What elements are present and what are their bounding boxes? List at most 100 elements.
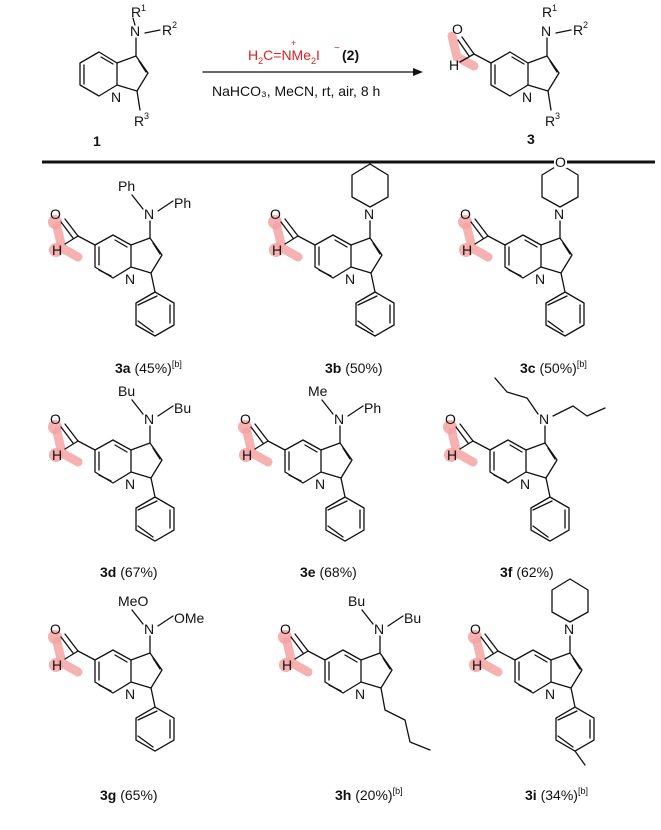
reactant-number: 1 [93,133,101,149]
aldehyde-o: O [280,621,291,637]
aldehyde-h: H [242,447,252,463]
reaction-conditions: NaHCO₃, MeCN, rt, air, 8 h [212,83,380,99]
compound-id: 3c [520,360,539,376]
aldehyde-h: H [272,242,282,258]
compound-note: [b] [393,786,403,796]
compound-yield: (67%) [120,564,157,580]
amine-n-atom: N [364,206,374,222]
compound-id: 3b [325,360,345,376]
amine-substituent-1: Bu [348,593,365,609]
r3-sup: 3 [555,111,560,121]
aldehyde-o: O [240,411,251,427]
amine-n-atom: N [334,411,344,427]
amine-substituent-1: Bu [118,383,135,399]
amine-n-atom: N [144,621,154,637]
ring-n-atom: N [125,271,135,287]
aldehyde-h: H [449,57,459,73]
compound-yield: (65%) [120,787,157,803]
compound-id: 3d [100,564,120,580]
amine-substituent-2: Ph [364,400,381,416]
r1-label: R [131,4,141,20]
compound-id: 3e [300,564,319,580]
aldehyde-h: H [472,657,482,673]
amine-substituent-2: Bu [174,400,191,416]
product-number: 3 [527,131,535,147]
amine-substituent-1: MeO [118,593,148,609]
compound-id: 3h [335,787,355,803]
ring-n-atom: N [125,476,135,492]
caption-3d: 3d (67%) [100,564,158,580]
aldehyde-o: O [50,621,61,637]
ring-n-atom: N [355,686,365,702]
compound-id: 3g [100,787,120,803]
compound-yield: (20%) [355,787,392,803]
aldehyde-o: O [50,206,61,222]
r2-label: R [573,22,583,38]
r3-sup: 3 [144,111,149,121]
r2-sup: 2 [583,20,588,30]
reagent-plus: + [291,38,296,48]
caption-3g: 3g (65%) [100,787,158,803]
reagent-number: (2) [342,47,359,63]
caption-3e: 3e (68%) [300,564,357,580]
n-atom: N [541,23,551,39]
amine-substituent-1: Ph [118,178,135,194]
compound-yield: (50%) [345,360,382,376]
ring-n-atom: N [315,476,325,492]
compound-yield: (62%) [516,564,553,580]
caption-3h: 3h (20%)[b] [335,786,403,803]
r3-label: R [545,113,555,129]
aldehyde-h: H [52,242,62,258]
r3-label: R [134,113,144,129]
amine-n-atom: N [554,206,564,222]
caption-3f: 3f (62%) [500,564,554,580]
amine-n-atom: N [144,411,154,427]
amine-n-atom: N [144,206,154,222]
product-3: O H N R 1 R 2 N R 3 3 [447,3,588,147]
ring-n-atom: N [520,476,530,492]
compound-id: 3f [500,564,516,580]
amine-n-atom: N [374,621,384,637]
compound-yield: (50%) [539,360,576,376]
aldehyde-o: O [270,206,281,222]
aldehyde-h: H [462,242,472,258]
compound-note: [b] [577,359,587,369]
aldehyde-h: H [447,447,457,463]
r1-label: R [542,4,552,20]
compound-id: 3a [115,360,134,376]
caption-3i: 3i (34%)[b] [525,786,588,803]
aldehyde-h: H [52,447,62,463]
amine-n-atom: N [564,621,574,637]
ring-n-atom: N [535,271,545,287]
caption-3b: 3b (50%) [325,360,383,376]
r1-sup: 1 [552,3,557,13]
compound-yield: (34%) [541,787,578,803]
caption-3a: 3a (45%)[b] [115,359,182,376]
aldehyde-h: H [282,657,292,673]
compound-id: 3i [525,787,541,803]
compound-note: [b] [172,359,182,369]
reagent-minus: − [334,43,340,54]
n-atom: N [130,23,140,39]
reactant-1: N R 1 R 2 N R 3 1 [79,3,177,149]
ring-n-atom: N [545,686,555,702]
r1-sup: 1 [141,3,146,13]
aldehyde-o: O [50,411,61,427]
morpholine-o: O [555,154,566,170]
amine-substituent-2: Ph [174,195,191,211]
r2-sup: 2 [172,20,177,30]
aldehyde-o: O [452,21,463,37]
compound-yield: (45%) [134,360,171,376]
ring-n-atom: N [522,89,532,105]
